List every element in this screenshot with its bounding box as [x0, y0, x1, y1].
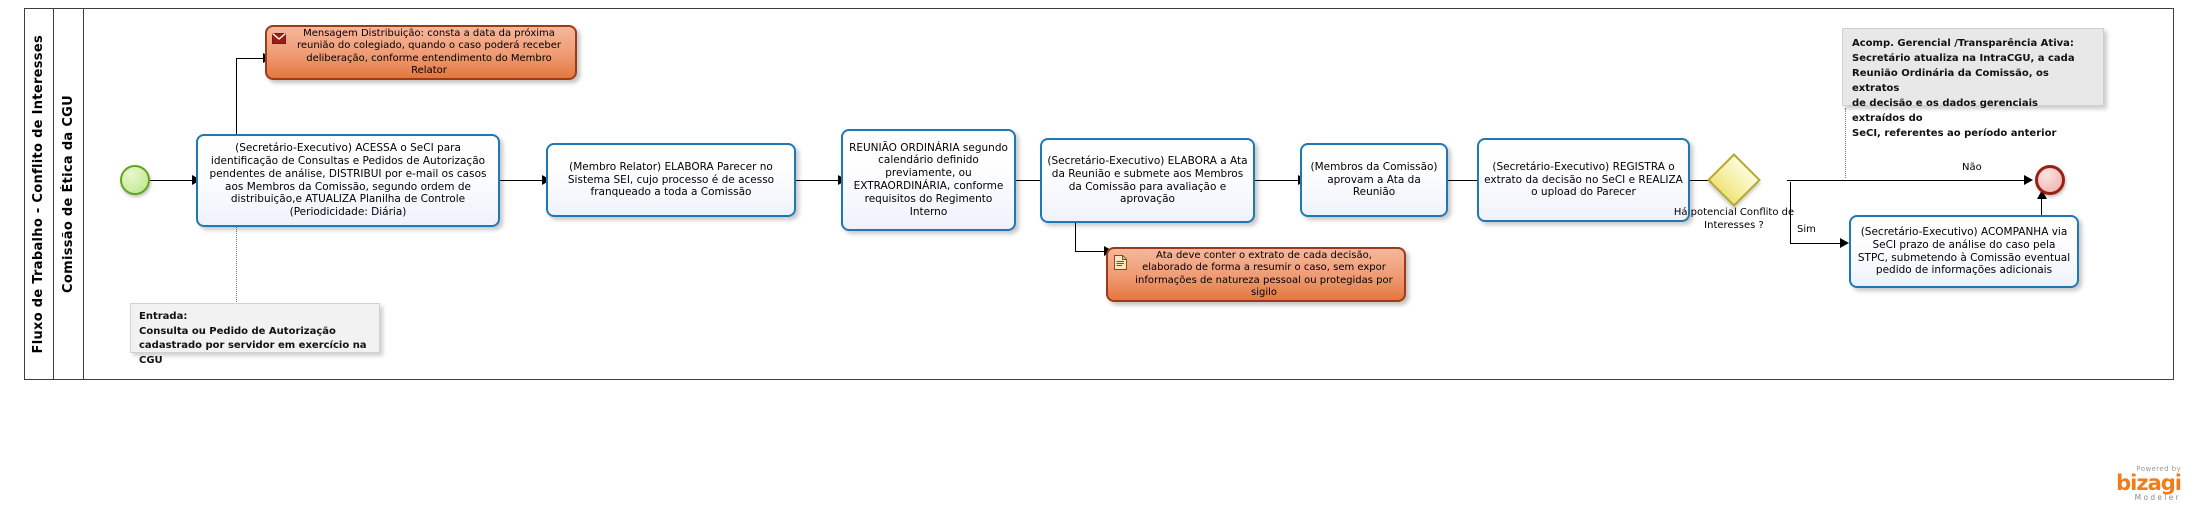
- flow-gateway-to-t7-v: [1790, 182, 1792, 244]
- flow-t3-to-t4: [1015, 180, 1060, 182]
- flow-label-nao: Não: [1962, 162, 1982, 173]
- lane-title-label: Comissão de Ética da CGU: [61, 95, 76, 293]
- task-aprovam-ata[interactable]: (Membros da Comissão) aprovam a Ata da R…: [1300, 143, 1448, 217]
- start-event[interactable]: [120, 165, 150, 195]
- flow-t4-to-callout2-v: [1075, 194, 1077, 252]
- document-icon: [1113, 255, 1127, 270]
- watermark-powered-by: Powered by: [2136, 465, 2181, 474]
- flow-t1-to-callout1-h: [236, 58, 266, 60]
- gateway-label: Há potencial Conflito de Interesses ?: [1673, 207, 1795, 231]
- task-registra-extrato[interactable]: (Secretário-Executivo) REGISTRA o extrat…: [1477, 138, 1690, 222]
- task-label: (Secretário-Executivo) ACESSA o SeCI par…: [209, 142, 487, 219]
- document-annotation-label: Ata deve conter o extrato de cada decisã…: [1135, 249, 1393, 299]
- message-annotation-label: Mensagem Distribuição: consta a data da …: [296, 27, 562, 77]
- document-annotation[interactable]: Ata deve conter o extrato de cada decisã…: [1106, 247, 1406, 302]
- task-label: REUNIÃO ORDINÁRIA segundo calendário def…: [849, 141, 1008, 218]
- task-elabora-ata[interactable]: (Secretário-Executivo) ELABORA a Ata da …: [1040, 138, 1255, 223]
- end-event[interactable]: [2035, 165, 2065, 195]
- flow-gateway-to-end: [1787, 180, 2027, 182]
- watermark-product: Modeler: [2134, 493, 2181, 502]
- note-line: Reunião Ordinária da Comissão, os extrat…: [1852, 68, 2049, 94]
- note-entrada: Entrada: Consulta ou Pedido de Autorizaç…: [130, 303, 380, 366]
- note-line: Secretário atualiza na IntraCGU, a cada: [1852, 53, 2075, 64]
- task-reuniao-ordinaria[interactable]: REUNIÃO ORDINÁRIA segundo calendário def…: [841, 129, 1016, 231]
- flow-t4-to-callout2-h: [1075, 251, 1107, 253]
- flow-t1-to-t2: [500, 180, 544, 182]
- watermark-brand: bizagi: [2116, 471, 2182, 496]
- bizagi-watermark: Powered by bizagi Modeler: [2116, 465, 2182, 502]
- flow-t5-to-t6: [1448, 180, 1493, 182]
- flow-arrow: [2024, 175, 2033, 185]
- task-acompanha-stpc[interactable]: (Secretário-Executivo) ACOMPANHA via SeC…: [1849, 215, 2079, 288]
- flow-label-sim: Sim: [1797, 224, 1816, 235]
- flow-start-to-t1: [150, 180, 194, 182]
- flow-gateway-to-t7-h: [1790, 243, 1842, 245]
- task-elabora-parecer[interactable]: (Membro Relator) ELABORA Parecer no Sist…: [546, 143, 796, 217]
- flow-t4-to-t5: [1255, 180, 1300, 182]
- lane-title: Comissão de Ética da CGU: [54, 8, 84, 380]
- note-acompanhamento-gerencial: Acomp. Gerencial /Transparência Ativa: S…: [1842, 28, 2104, 139]
- flow-arrow: [1840, 238, 1849, 248]
- pool-title-label: Fluxo de Trabalho - Conflito de Interess…: [31, 34, 46, 354]
- message-annotation[interactable]: Mensagem Distribuição: consta a data da …: [265, 25, 577, 80]
- note-line: Consulta ou Pedido de Autorização: [139, 325, 336, 337]
- note-line: cadastrado por servidor em exercício na …: [139, 340, 367, 366]
- note-line: Entrada:: [139, 311, 188, 322]
- task-label: (Secretário-Executivo) REGISTRA o extrat…: [1484, 160, 1683, 199]
- task-acessa-seci[interactable]: (Secretário-Executivo) ACESSA o SeCI par…: [196, 134, 500, 227]
- flow-t2-to-t3: [795, 180, 840, 182]
- association-note1-to-flow: [1845, 108, 1846, 178]
- envelope-icon: [272, 32, 286, 44]
- task-label: (Secretário-Executivo) ELABORA a Ata da …: [1047, 154, 1248, 206]
- flow-t1-to-callout1-v: [236, 58, 238, 148]
- task-label: (Membro Relator) ELABORA Parecer no Sist…: [567, 160, 775, 199]
- association-note2-to-t1: [236, 212, 237, 310]
- task-label: (Membros da Comissão) aprovam a Ata da R…: [1310, 160, 1438, 199]
- task-label: (Secretário-Executivo) ACOMPANHA via SeC…: [1857, 225, 2071, 277]
- note-line: SeCI, referentes ao período anterior: [1852, 128, 2057, 139]
- pool-title: Fluxo de Trabalho - Conflito de Interess…: [24, 8, 54, 380]
- note-line: de decisão e os dados gerenciais extraíd…: [1852, 98, 2038, 124]
- flow-arrow: [2037, 190, 2047, 199]
- note-line: Acomp. Gerencial /Transparência Ativa:: [1852, 38, 2074, 49]
